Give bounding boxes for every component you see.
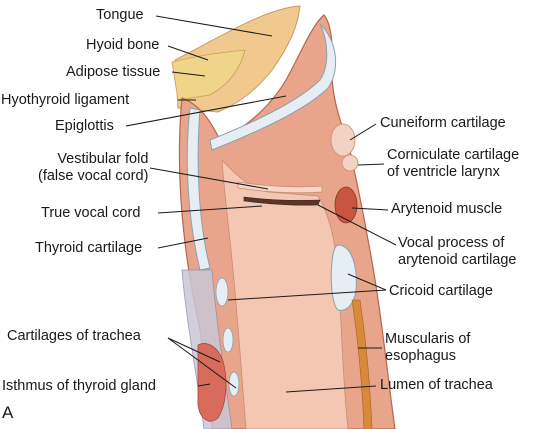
label-cricoid-cartilage: Cricoid cartilage [389, 283, 493, 299]
leader-lumen [285, 385, 377, 393]
label-adipose-tissue: Adipose tissue [66, 64, 161, 80]
corniculate-cartilage-shape [341, 154, 359, 172]
leader-isthmus [197, 383, 211, 387]
epiglottis-shape [209, 23, 337, 151]
label-lumen-of-trachea: Lumen of trachea [380, 377, 493, 393]
leader-cricoid-b [227, 289, 387, 301]
cuneiform-cartilage-shape [330, 123, 356, 157]
leader-thyroid-cartilage [157, 237, 209, 249]
leader-hyoid-bone [167, 45, 209, 61]
anatomy-drawing [171, 5, 396, 429]
label-hyothyroid-ligament: Hyothyroid ligament [1, 92, 130, 108]
leader-arytenoid-muscle [351, 207, 389, 211]
esophagus-muscularis-shape [351, 299, 373, 429]
label-vestibular-fold-line1: Vestibular fold [57, 151, 149, 167]
leader-cartilages-trachea-a [167, 337, 221, 363]
leader-lines [125, 15, 397, 393]
leader-adipose-tissue [171, 71, 206, 77]
label-muscularis-line2: esophagus [385, 348, 456, 364]
label-tongue: Tongue [96, 7, 144, 23]
cricoid-cartilage-shape [330, 244, 357, 311]
thyroid-cartilage-shape [186, 107, 211, 271]
label-corniculate-cartilage: Corniculate cartilage of ventricle laryn… [387, 147, 519, 181]
label-vocal-process-line1: Vocal process of [398, 235, 505, 251]
label-vestibular-fold: Vestibular fold (false vocal cord) [38, 151, 148, 185]
label-vestibular-fold-line2: (false vocal cord) [38, 168, 149, 184]
label-vocal-process: Vocal process of arytenoid cartilage [398, 235, 517, 269]
leader-vestibular-fold [149, 167, 269, 190]
label-epiglottis: Epiglottis [55, 118, 114, 134]
tracheal-ring-3 [228, 371, 240, 397]
label-vocal-process-line2: arytenoid cartilage [398, 252, 517, 268]
leader-corniculate [357, 163, 385, 166]
thyroid-isthmus-shape [197, 343, 227, 422]
label-corniculate-line2: of ventricle larynx [387, 164, 500, 180]
label-muscularis-line1: Muscularis of [385, 331, 471, 347]
label-arytenoid-muscle: Arytenoid muscle [391, 201, 503, 217]
panel-letter: A [2, 403, 14, 422]
label-true-vocal-cord: True vocal cord [41, 205, 141, 221]
leader-vocal-process [317, 204, 397, 246]
leader-tongue [155, 15, 273, 37]
label-corniculate-line1: Corniculate cartilage [387, 147, 520, 163]
label-cuneiform-cartilage: Cuneiform cartilage [380, 115, 506, 131]
label-isthmus-of-thyroid-gland: Isthmus of thyroid gland [2, 378, 156, 394]
larynx-lumen [221, 158, 349, 429]
label-hyoid-bone: Hyoid bone [86, 37, 160, 53]
leader-true-vocal-cord [157, 205, 263, 214]
leader-cricoid-a [347, 273, 387, 291]
label-thyroid-cartilage: Thyroid cartilage [35, 240, 143, 256]
tracheal-ring-1 [215, 277, 229, 307]
leader-cuneiform [349, 123, 377, 141]
leader-cartilages-trachea-b [167, 337, 237, 389]
arytenoid-muscle-shape [334, 186, 358, 224]
leader-epiglottis [125, 95, 287, 127]
label-cartilages-of-trachea: Cartilages of trachea [7, 328, 141, 344]
tracheal-ring-2 [222, 327, 234, 353]
label-muscularis-of-esophagus: Muscularis of esophagus [385, 331, 470, 365]
vestibular-fold-shape [237, 181, 323, 194]
